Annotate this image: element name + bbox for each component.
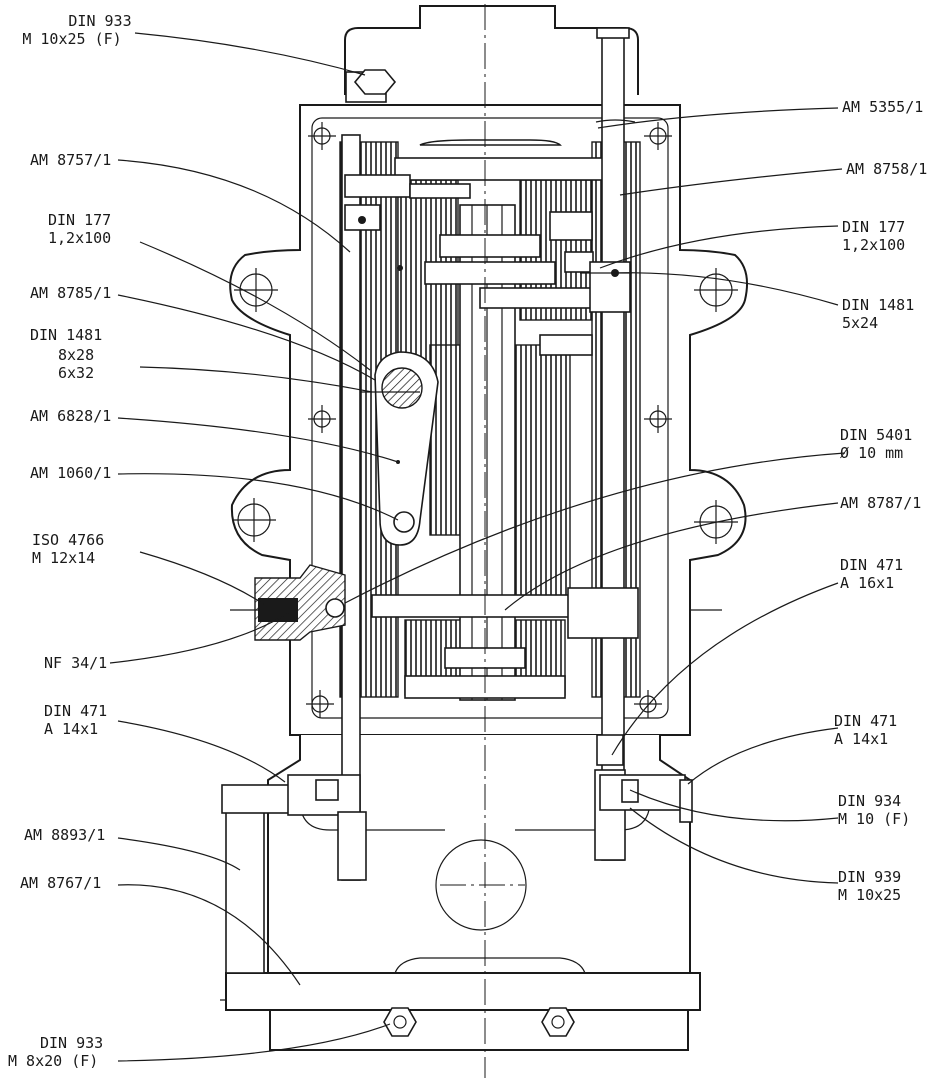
callout-am8767: AM 8767/1 — [20, 874, 101, 892]
callout-din933-top: DIN 933 M 10x25 (F) — [22, 12, 131, 48]
callout-am6828: AM 6828/1 — [30, 407, 111, 425]
svg-text:DIN 1481: DIN 1481 — [30, 326, 102, 344]
callout-din933-bottom: DIN 933 M 8x20 (F) — [8, 1034, 103, 1070]
svg-text:5x24: 5x24 — [842, 314, 878, 332]
svg-text:DIN 1481: DIN 1481 — [842, 296, 914, 314]
shift-lever — [360, 351, 439, 546]
callout-am8785: AM 8785/1 — [30, 284, 111, 302]
callout-din934: DIN 934 M 10 (F) — [838, 792, 910, 828]
callout-nf34: NF 34/1 — [44, 654, 107, 672]
callout-din1481-right: DIN 1481 5x24 — [842, 296, 914, 332]
svg-text:DIN 471: DIN 471 — [834, 712, 897, 730]
callout-am8758: AM 8758/1 — [846, 160, 927, 178]
callout-din5401: DIN 5401 Ø 10 mm — [840, 426, 912, 462]
svg-text:M 12x14: M 12x14 — [32, 549, 95, 567]
callout-am8757: AM 8757/1 — [30, 151, 111, 169]
callout-am5355: AM 5355/1 — [842, 98, 923, 116]
svg-text:A 14x1: A 14x1 — [834, 730, 888, 748]
mounting-holes — [232, 122, 738, 718]
callout-am8893: AM 8893/1 — [24, 826, 105, 844]
svg-text:DIN 939: DIN 939 — [838, 868, 901, 886]
callout-line: DIN 933 — [68, 12, 131, 30]
center-lines — [440, 4, 525, 1078]
callout-am8787: AM 8787/1 — [840, 494, 921, 512]
svg-text:A 16x1: A 16x1 — [840, 574, 894, 592]
svg-text:8x28: 8x28 — [58, 346, 94, 364]
svg-text:M 10x25: M 10x25 — [838, 886, 901, 904]
svg-text:M 10x25 (F): M 10x25 (F) — [22, 30, 121, 48]
callout-line: M 10x25 (F) — [22, 30, 121, 48]
svg-text:A 14x1: A 14x1 — [44, 720, 98, 738]
callout-din471-a16: DIN 471 A 16x1 — [840, 556, 903, 592]
svg-text:DIN 471: DIN 471 — [44, 702, 107, 720]
svg-text:M 8x20 (F): M 8x20 (F) — [8, 1052, 98, 1070]
callout-din177-right: DIN 177 1,2x100 — [842, 218, 905, 254]
svg-text:DIN 934: DIN 934 — [838, 792, 901, 810]
callout-iso4766: ISO 4766 M 12x14 — [32, 531, 104, 567]
callout-din1481-left: DIN 1481 8x28 6x32 — [30, 326, 102, 382]
callout-din471-right: DIN 471 A 14x1 — [834, 712, 897, 748]
callout-din939: DIN 939 M 10x25 — [838, 868, 901, 904]
left-shift-rod — [341, 69, 471, 881]
callout-din471-left: DIN 471 A 14x1 — [44, 702, 107, 738]
callout-am1060: AM 1060/1 — [30, 464, 111, 482]
svg-text:DIN 177: DIN 177 — [842, 218, 905, 236]
svg-text:DIN 933: DIN 933 — [40, 1034, 103, 1052]
svg-text:DIN 471: DIN 471 — [840, 556, 903, 574]
lower-hardware — [287, 774, 693, 1037]
svg-text:Ø 10 mm: Ø 10 mm — [840, 444, 903, 462]
callout-din177-left: DIN 177 1,2x100 — [48, 211, 111, 247]
svg-text:DIN 933: DIN 933 — [68, 12, 131, 30]
svg-text:6x32: 6x32 — [58, 364, 94, 382]
svg-text:DIN 5401: DIN 5401 — [840, 426, 912, 444]
svg-text:1,2x100: 1,2x100 — [842, 236, 905, 254]
svg-text:DIN 177: DIN 177 — [48, 211, 111, 229]
svg-text:1,2x100: 1,2x100 — [48, 229, 111, 247]
threaded-plug — [230, 564, 722, 641]
svg-text:ISO 4766: ISO 4766 — [32, 531, 104, 549]
leader-lines — [109, 32, 846, 1062]
svg-text:M 10 (F): M 10 (F) — [838, 810, 910, 828]
